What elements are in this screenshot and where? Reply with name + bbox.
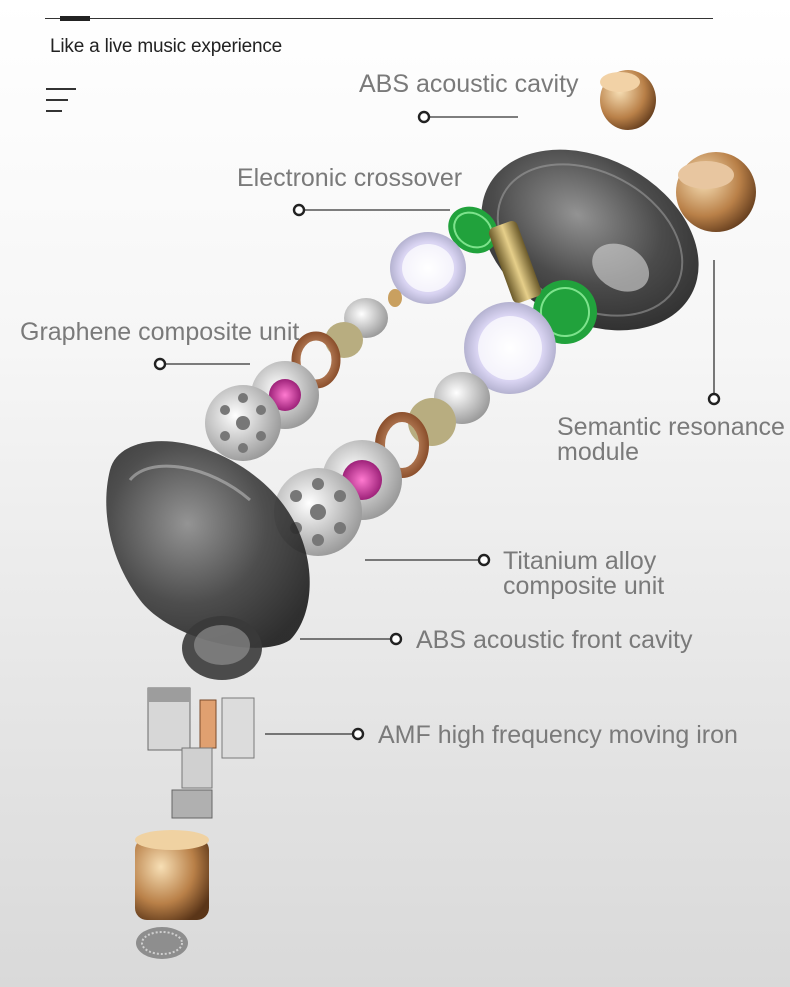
lens-ring-upper xyxy=(390,232,466,304)
label-abs-acoustic-cavity: ABS acoustic cavity xyxy=(359,70,579,98)
front-shell xyxy=(106,441,310,680)
label-abs-acoustic-front-cavity: ABS acoustic front cavity xyxy=(416,626,693,654)
lens-ring-lower xyxy=(464,302,556,394)
label-titanium-alloy: Titanium alloy xyxy=(503,547,657,575)
tagline: Like a live music experience xyxy=(50,36,283,57)
gold-post-small xyxy=(600,70,656,130)
label-titanium-composite-unit: composite unit xyxy=(503,572,665,600)
label-graphene-composite-unit: Graphene composite unit xyxy=(20,318,300,346)
label-semantic-module: module xyxy=(557,438,639,466)
leader-lines xyxy=(160,116,715,735)
mesh-filter xyxy=(136,927,188,959)
menu-icon[interactable] xyxy=(46,88,76,121)
label-amf-high-frequency-moving-iron: AMF high frequency moving iron xyxy=(378,721,738,749)
gold-nozzle xyxy=(135,830,209,920)
gold-post-large xyxy=(676,152,756,232)
header-rule xyxy=(45,18,713,19)
leader-dots xyxy=(153,110,721,741)
crossover-board-1 xyxy=(448,206,498,254)
graphene-front-plate xyxy=(205,385,281,461)
amf-block-right xyxy=(221,697,255,759)
header-accent-bar xyxy=(60,16,90,21)
label-semantic-resonance: Semantic resonance xyxy=(557,413,785,441)
label-electronic-crossover: Electronic crossover xyxy=(237,164,463,192)
amf-block-left xyxy=(147,687,191,751)
